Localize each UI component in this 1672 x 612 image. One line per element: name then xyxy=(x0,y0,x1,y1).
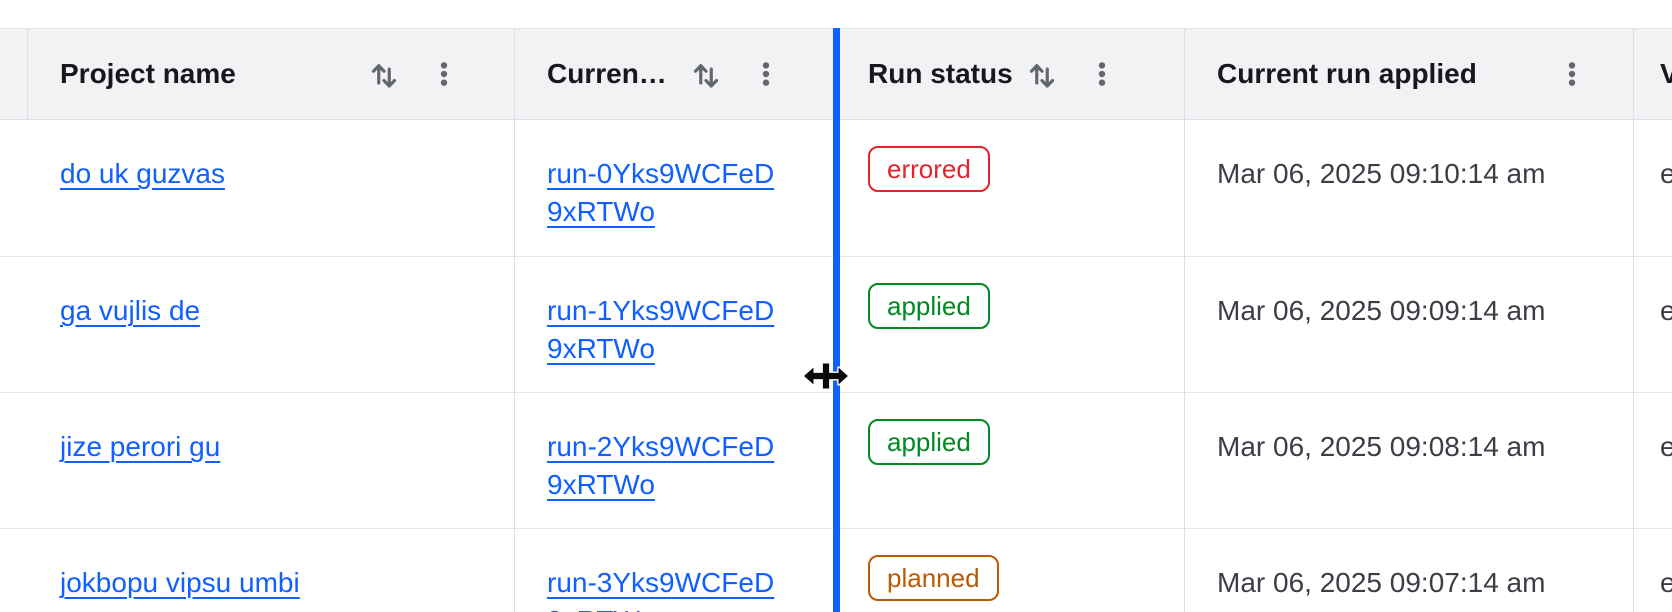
workspaces-table: Project name Curren… xyxy=(0,28,1672,612)
current-run-applied-cell: Mar 06, 2025 09:07:14 am xyxy=(1185,529,1634,612)
run-id-line2: 9xRTWo xyxy=(547,196,655,227)
status-badge: applied xyxy=(868,419,990,465)
column-label-current-run: Curren… xyxy=(547,58,667,89)
header-controls xyxy=(367,57,461,91)
sort-arrows-icon xyxy=(371,64,396,88)
current-run-cell: run-2Yks9WCFeD 9xRTWo xyxy=(515,393,836,529)
next-clipped-cell: e xyxy=(1634,257,1672,393)
current-run-applied-cell: Mar 06, 2025 09:10:14 am xyxy=(1185,120,1634,257)
next-clipped-cell: e xyxy=(1634,393,1672,529)
run-status-cell: errored xyxy=(836,120,1185,257)
run-status-cell: planned xyxy=(836,529,1185,612)
sort-button-run-status[interactable] xyxy=(1025,57,1059,91)
status-badge: errored xyxy=(868,146,990,192)
next-clipped-text: e xyxy=(1660,158,1672,189)
next-clipped-cell: e xyxy=(1634,120,1672,257)
status-badge: applied xyxy=(868,283,990,329)
run-id-line2: 9xRTWo xyxy=(547,469,655,500)
status-badge: planned xyxy=(868,555,999,601)
column-header-current-run: Curren… xyxy=(515,28,836,120)
current-run-applied-cell: Mar 06, 2025 09:09:14 am xyxy=(1185,257,1634,393)
column-menu-button-current-run[interactable] xyxy=(749,57,783,91)
run-link[interactable]: run-1Yks9WCFeD 9xRTWo xyxy=(547,295,774,364)
current-run-cell: run-1Yks9WCFeD 9xRTWo xyxy=(515,257,836,393)
run-id-line2: 9xRTWo xyxy=(547,333,655,364)
project-name-cell: jokbopu vipsu umbi xyxy=(28,529,515,612)
run-id-line2: 9xRTWo xyxy=(547,605,655,612)
table-cell-clipped-left xyxy=(0,120,29,257)
applied-timestamp: Mar 06, 2025 09:08:14 am xyxy=(1217,431,1546,462)
project-link[interactable]: jokbopu vipsu umbi xyxy=(60,567,300,598)
next-clipped-text: e xyxy=(1660,295,1672,326)
column-label-run-status: Run status xyxy=(868,58,1013,89)
header-controls xyxy=(689,57,783,91)
column-label-current-run-applied: Current run applied xyxy=(1217,58,1477,89)
applied-timestamp: Mar 06, 2025 09:09:14 am xyxy=(1217,295,1546,326)
project-name-cell: do uk guzvas xyxy=(28,120,515,257)
kebab-menu-icon xyxy=(1098,62,1105,86)
table-cell-clipped-left xyxy=(0,529,29,612)
table-cell-clipped-left xyxy=(0,393,29,529)
column-menu-button-current-run-applied[interactable] xyxy=(1555,57,1589,91)
current-run-cell: run-0Yks9WCFeD 9xRTWo xyxy=(515,120,836,257)
run-id-line1: run-0Yks9WCFeD xyxy=(547,158,775,189)
column-header-project-name: Project name xyxy=(28,28,515,120)
column-header-next-clipped: V xyxy=(1634,28,1672,120)
project-link[interactable]: ga vujlis de xyxy=(60,295,201,326)
column-menu-button-project-name[interactable] xyxy=(427,57,461,91)
column-label-project-name: Project name xyxy=(60,58,236,89)
table-cell-clipped-left xyxy=(0,257,29,393)
kebab-menu-icon xyxy=(1568,62,1576,86)
column-menu-button-run-status[interactable] xyxy=(1085,57,1119,91)
run-id-line1: run-1Yks9WCFeD xyxy=(547,295,775,326)
column-header-run-status: Run status xyxy=(836,28,1185,120)
kebab-menu-icon xyxy=(440,62,448,86)
current-run-applied-cell: Mar 06, 2025 09:08:14 am xyxy=(1185,393,1634,529)
column-resize-indicator[interactable] xyxy=(833,28,840,612)
applied-timestamp: Mar 06, 2025 09:07:14 am xyxy=(1217,567,1546,598)
sort-button-current-run[interactable] xyxy=(689,57,723,91)
column-header-clipped-left xyxy=(0,28,28,120)
next-clipped-cell: e xyxy=(1634,529,1672,612)
current-run-cell: run-3Yks9WCFeD 9xRTWo xyxy=(515,529,836,612)
header-controls xyxy=(1025,57,1119,91)
kebab-menu-icon xyxy=(762,62,769,86)
applied-timestamp: Mar 06, 2025 09:10:14 am xyxy=(1217,158,1546,189)
sort-arrows-icon xyxy=(1029,64,1054,88)
run-link[interactable]: run-2Yks9WCFeD 9xRTWo xyxy=(547,431,774,500)
column-header-current-run-applied: Current run applied xyxy=(1185,28,1634,120)
next-clipped-text: e xyxy=(1660,431,1672,462)
project-link[interactable]: do uk guzvas xyxy=(60,158,225,189)
project-name-cell: jize perori gu xyxy=(28,393,515,529)
project-link[interactable]: jize perori gu xyxy=(60,431,221,462)
sort-button-project-name[interactable] xyxy=(367,57,401,91)
run-link[interactable]: run-3Yks9WCFeD 9xRTWo xyxy=(547,567,774,612)
run-link[interactable]: run-0Yks9WCFeD 9xRTWo xyxy=(547,158,774,227)
column-label-next-clipped: V xyxy=(1660,58,1672,90)
sort-arrows-icon xyxy=(693,64,718,88)
run-status-cell: applied xyxy=(836,257,1185,393)
run-id-line1: run-3Yks9WCFeD xyxy=(547,567,775,598)
next-clipped-text: e xyxy=(1660,567,1672,598)
run-status-cell: applied xyxy=(836,393,1185,529)
run-id-line1: run-2Yks9WCFeD xyxy=(547,431,775,462)
project-name-cell: ga vujlis de xyxy=(28,257,515,393)
